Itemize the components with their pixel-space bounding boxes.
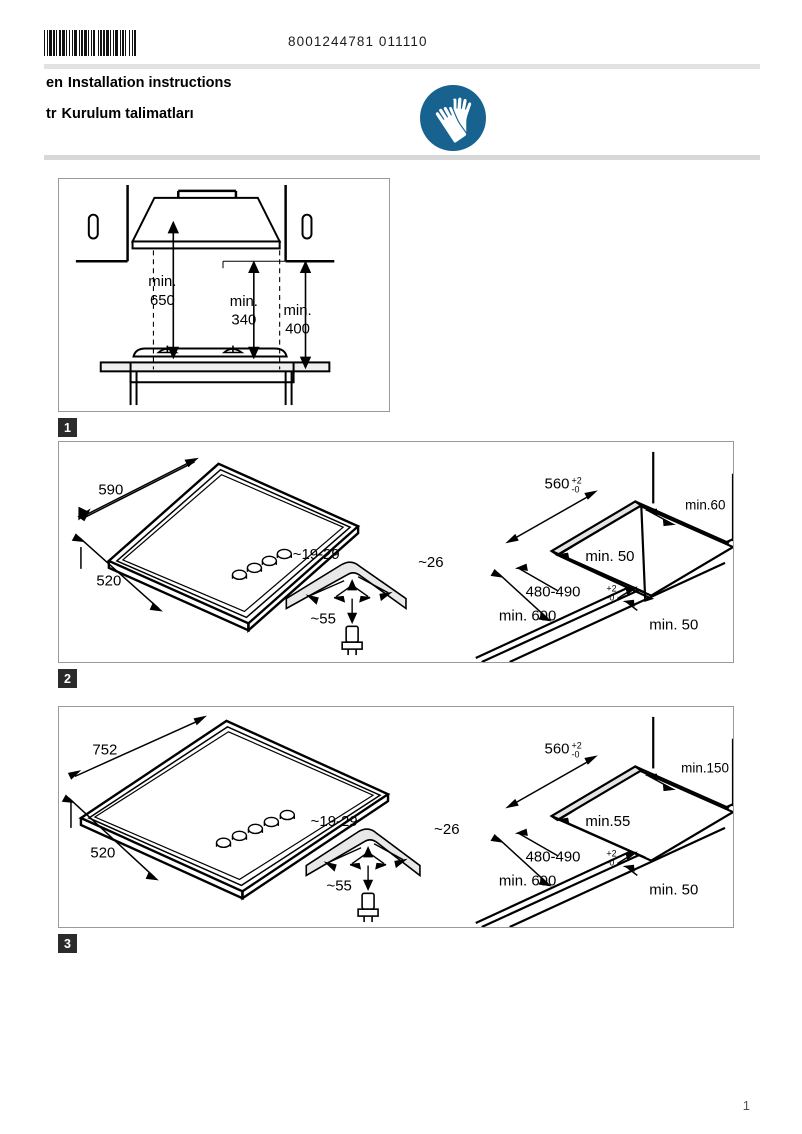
dim-depth-520: 520 <box>96 574 121 590</box>
dim-cutout-width-tol-upper-fig3: +2 <box>571 741 581 751</box>
dim-cutout-depth: 480-490 <box>526 585 581 601</box>
figure-1-hood-clearance: min. 650 min. 340 min. 400 <box>58 178 390 412</box>
cutout-diagram-fig3: 560 +2 -0 min.55 480-490 +2 -0 <box>475 716 733 927</box>
dim-hood-400-value: 400 <box>285 322 310 338</box>
page-number: 1 <box>742 1098 750 1113</box>
dim-corner-thickness-fig3: ~19-29 <box>311 814 358 830</box>
dim-cutout-width-tol-upper: +2 <box>571 476 581 486</box>
figure-badge-1: 1 <box>58 418 77 437</box>
dim-hood-340-label: min. <box>230 294 258 310</box>
dim-side-150: min.150 <box>681 760 729 775</box>
dim-cutout-width-560: 560 <box>545 477 570 493</box>
barcode <box>44 30 258 56</box>
title-divider <box>44 155 760 160</box>
dim-cutout-depth-tol-upper-fig3: +2 <box>606 849 616 859</box>
dim-cutout-depth-fig3: 480-490 <box>526 850 581 866</box>
dim-cutout-depth-tol-upper: +2 <box>606 584 616 594</box>
header-divider <box>44 64 760 69</box>
dim-corner-depth-fig3: ~55 <box>326 878 351 894</box>
figure-2-hob-590: 590 520 ~19-29 ~ <box>58 441 734 663</box>
dim-rear-50: min. 50 <box>585 549 634 565</box>
title-text-tr: Kurulum talimatları <box>61 105 194 122</box>
dim-width-590: 590 <box>98 483 123 499</box>
dim-cutout-width-tol-lower: -0 <box>571 485 579 495</box>
dim-corner-radius-fig3: ~26 <box>434 822 459 838</box>
dim-cutout-width-tol-lower-fig3: -0 <box>571 750 579 760</box>
protective-gloves-icon <box>419 84 487 152</box>
dim-width-752: 752 <box>92 743 117 759</box>
figure-badge-3: 3 <box>58 934 77 953</box>
dim-cutout-width-560-fig3: 560 <box>545 742 570 758</box>
figure-1-dimension-labels: min. 650 min. 340 min. 400 <box>148 274 311 338</box>
dim-corner-depth: ~55 <box>311 611 336 627</box>
dim-side-60: min.60 <box>685 497 725 512</box>
language-code-tr: tr <box>46 105 57 122</box>
dim-hood-400-label: min. <box>283 303 311 319</box>
dim-hood-340-value: 340 <box>231 313 256 329</box>
dim-worktop-depth-600-fig3: min. 600 <box>499 873 556 889</box>
control-knobs-fig2 <box>231 548 293 581</box>
figure-badge-2: 2 <box>58 669 77 688</box>
dim-cutout-depth-tol-lower: -0 <box>606 593 614 603</box>
title-text-en: Installation instructions <box>67 75 232 91</box>
dim-worktop-depth-600: min. 600 <box>499 608 556 624</box>
dim-corner-radius: ~26 <box>418 555 443 571</box>
figure-3-hob-752: 752 520 ~19-29 ~ <box>58 706 734 928</box>
dim-hood-650-label: min. <box>148 274 176 290</box>
dim-cutout-depth-tol-lower-fig3: -0 <box>606 858 614 868</box>
dim-corner-thickness: ~19-29 <box>293 547 340 563</box>
dim-front-50-fig3: min. 50 <box>649 882 698 898</box>
cutout-diagram-fig2: 560 +2 -0 min. 50 480-490 +2 -0 <box>475 451 733 662</box>
control-knobs-fig3 <box>215 809 295 849</box>
dim-hood-650-value: 650 <box>150 293 175 309</box>
document-header: 8001244781 011110 <box>44 30 760 66</box>
dim-rear-55: min.55 <box>585 814 630 830</box>
language-code-en: en <box>46 75 63 91</box>
dim-depth-520-fig3: 520 <box>90 846 115 862</box>
document-number: 8001244781 011110 <box>288 34 428 49</box>
corner-detail-fig3: ~19-29 ~26 ~55 <box>305 814 460 923</box>
dim-front-50: min. 50 <box>649 617 698 633</box>
corner-detail-fig2: ~19-29 ~26 ~55 <box>285 547 444 656</box>
